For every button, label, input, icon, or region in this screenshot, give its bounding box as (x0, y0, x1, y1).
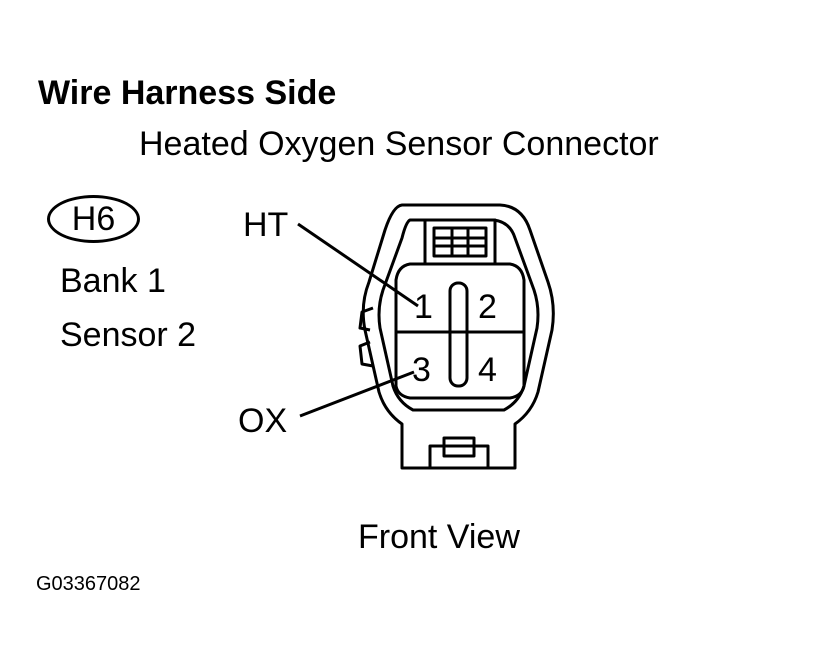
bottom-latch-inner (442, 436, 476, 458)
connector-lock-inner (432, 226, 488, 258)
diagram-title: Wire Harness Side (38, 74, 337, 112)
view-label: Front View (358, 518, 520, 556)
pin-1-label: 1 (414, 288, 433, 326)
center-divider (448, 281, 469, 388)
bank-label: Bank 1 (60, 262, 166, 300)
pin-4-label: 4 (478, 351, 497, 389)
ht-leader-line (297, 222, 419, 308)
ox-leader-line (299, 370, 415, 418)
connector-id-badge: H6 (47, 195, 140, 243)
connector-housing-outer (361, 203, 555, 470)
ox-terminal-label: OX (238, 402, 288, 440)
connector-housing-inner (377, 218, 540, 412)
left-rib (358, 306, 374, 332)
sensor-label: Sensor 2 (60, 316, 197, 354)
diagram-subtitle: Heated Oxygen Sensor Connector (139, 125, 659, 163)
pin-3-label: 3 (412, 351, 431, 389)
pin-cavity-block (394, 262, 526, 400)
figure-code: G03367082 (36, 573, 141, 595)
ht-terminal-label: HT (243, 206, 289, 244)
connector-id-label: H6 (71, 199, 116, 238)
pin-2-label: 2 (478, 288, 497, 326)
